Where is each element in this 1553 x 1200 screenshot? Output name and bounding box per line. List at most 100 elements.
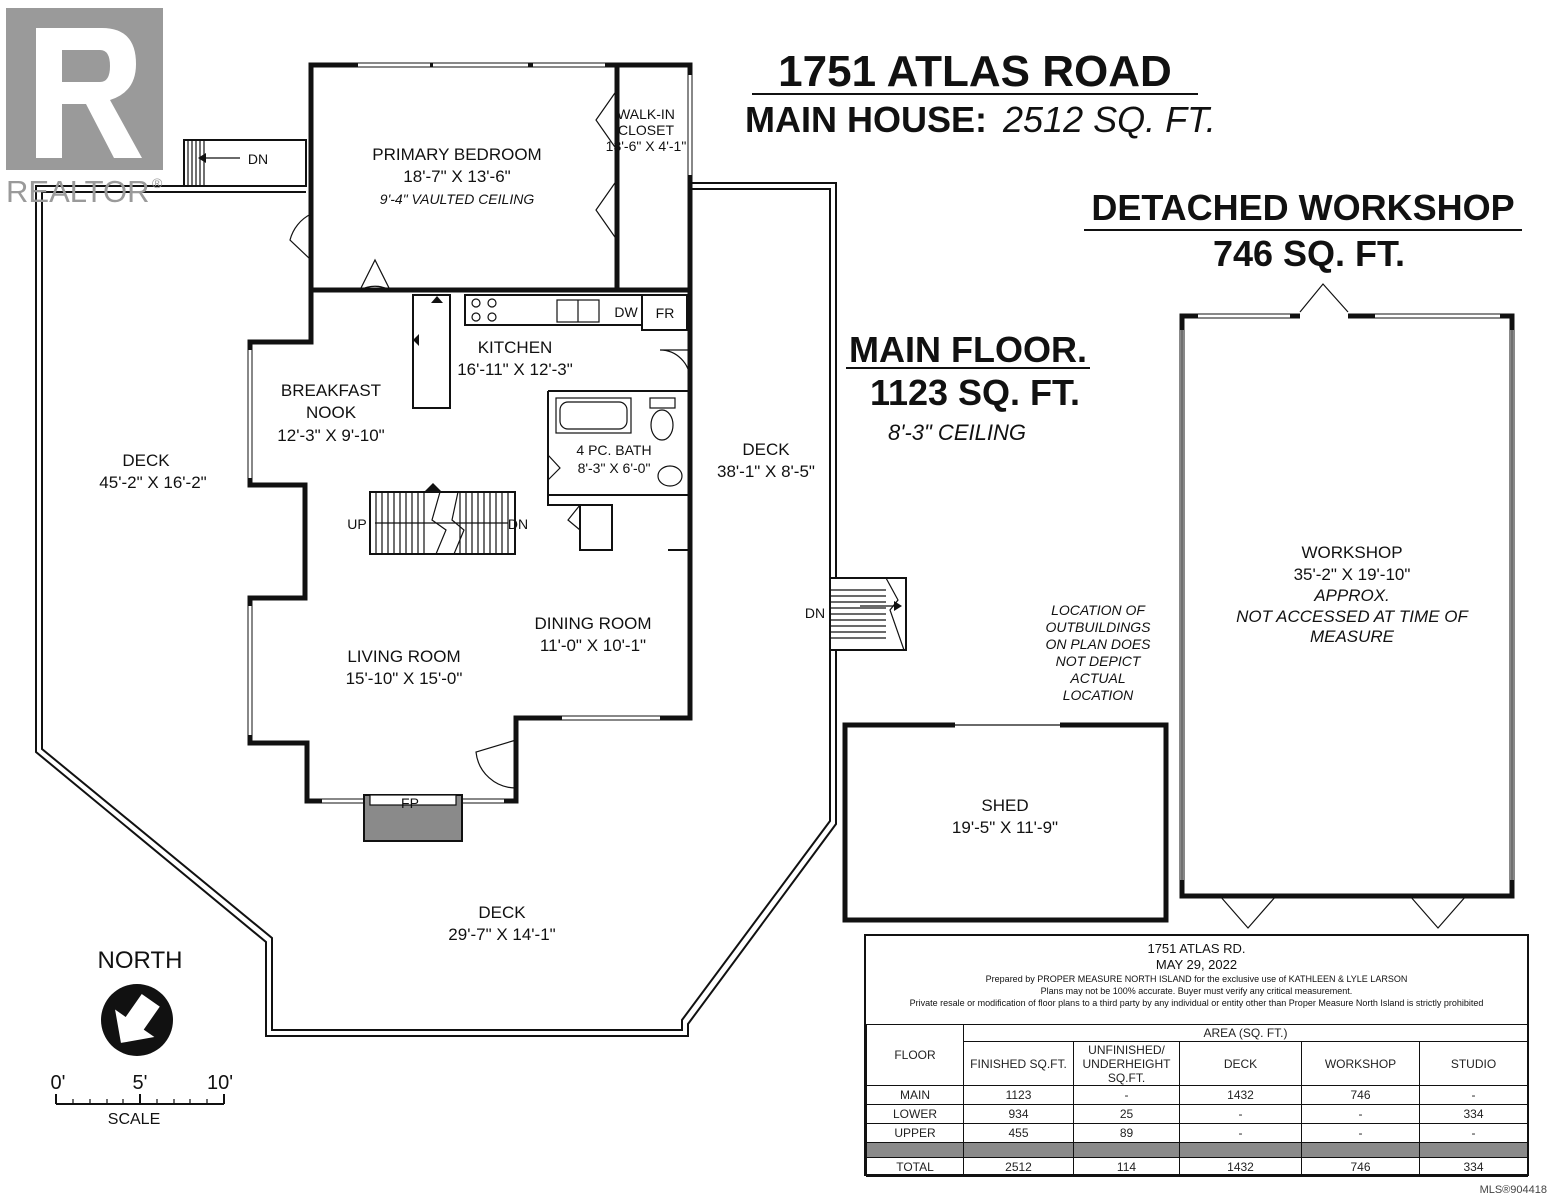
nook-label-2: NOOK: [306, 403, 357, 422]
deck-outline: [35, 182, 837, 1037]
cell: 746: [1301, 1157, 1420, 1177]
floor-ceiling: 8'-3" CEILING: [888, 420, 1026, 445]
stairs-up-tag: UP: [347, 516, 366, 532]
outbuilding-note-line: LOCATION: [1063, 687, 1134, 703]
stairs-west-dn-tag: DN: [248, 151, 268, 167]
scale-tick-5: 5': [133, 1072, 148, 1094]
area-table: FLOOR AREA (SQ. FT.) FINISHED SQ.FT. UNF…: [866, 1024, 1529, 1177]
fridge-tag: FR: [656, 305, 675, 321]
closet-label-1: WALK-IN: [617, 106, 675, 122]
stairs-east-dn-tag: DN: [805, 605, 825, 621]
floor-area: 1123 SQ. FT.: [870, 372, 1080, 413]
cell: 334: [1418, 1157, 1529, 1177]
workshop-note-2: NOT ACCESSED AT TIME OF: [1236, 607, 1469, 626]
kitchen-dims: 16'-11" X 12'-3": [457, 360, 573, 379]
cell: LOWER: [866, 1104, 964, 1124]
fireplace: [363, 794, 463, 842]
area-header: AREA (SQ. FT.): [962, 1024, 1529, 1042]
outbuilding-note-line: LOCATION OF: [1051, 602, 1146, 618]
scale-label: SCALE: [108, 1111, 160, 1128]
stairs-east: [829, 577, 907, 651]
info-title: 1751 ATLAS RD.: [1147, 941, 1246, 956]
info-disclaimer-2: Private resale or modification of floor …: [909, 998, 1484, 1008]
table-total-row: TOTAL 2512 114 1432 746 334: [866, 1157, 1529, 1177]
cell: -: [1179, 1104, 1302, 1124]
main-house-label-text: MAIN HOUSE:: [745, 99, 987, 140]
bath-dims: 8'-3" X 6'-0": [578, 460, 651, 476]
col-floor: FLOOR: [866, 1024, 964, 1086]
workshop-outline: [1179, 283, 1515, 929]
stairs-west: [183, 139, 307, 187]
cell: -: [1301, 1123, 1420, 1143]
shed-outline: [842, 722, 1169, 923]
dining-room-dims: 11'-0" X 10'-1": [540, 636, 646, 655]
north-arrow-icon: [101, 984, 173, 1056]
info-date: MAY 29, 2022: [1155, 957, 1238, 972]
deck-west-label: DECK: [122, 451, 170, 470]
cell: -: [1418, 1123, 1529, 1143]
interior-stairs: [369, 483, 516, 555]
north-label: NORTH: [98, 947, 183, 974]
table-row: LOWER 934 25 - - 334: [866, 1104, 1529, 1124]
cell: 1432: [1179, 1157, 1302, 1177]
closet-dims: 13'-6" X 4'-1": [606, 138, 687, 154]
outbuilding-note-line: ON PLAN DOES: [1045, 636, 1151, 652]
windows: [248, 63, 692, 803]
deck-south-dims: 29'-7" X 14'-1": [448, 925, 555, 944]
col-finished: FINISHED SQ.FT.: [963, 1041, 1074, 1086]
realtor-brand: REALTOR: [6, 174, 150, 208]
deck-east-label: DECK: [742, 440, 790, 459]
outbuilding-note-line: NOT DEPICT: [1056, 653, 1142, 669]
deck-east-dims: 38'-1" X 8'-5": [717, 462, 815, 481]
table-row: MAIN 1123 - 1432 746 -: [866, 1085, 1529, 1105]
cell: 934: [963, 1104, 1074, 1124]
floor-title: MAIN FLOOR.: [849, 329, 1087, 370]
table-separator: [866, 1142, 1529, 1158]
cell: -: [1301, 1104, 1420, 1124]
workshop-area: 746 SQ. FT.: [1213, 233, 1405, 274]
nook-label-1: BREAKFAST: [281, 381, 381, 400]
main-house-area: 2512 SQ. FT.: [1002, 99, 1216, 140]
cell: 746: [1301, 1085, 1420, 1105]
cell: 1123: [963, 1085, 1074, 1105]
kitchen-fixtures: [413, 296, 683, 487]
shed-dims: 19'-5" X 11'-9": [952, 818, 1058, 837]
cell: 334: [1418, 1104, 1529, 1124]
info-disclaimer-1: Plans may not be 100% accurate. Buyer mu…: [1040, 986, 1353, 996]
info-header: 1751 ATLAS RD. MAY 29, 2022 Prepared by …: [866, 936, 1527, 1009]
info-prepared: Prepared by PROPER MEASURE NORTH ISLAND …: [985, 974, 1408, 984]
doors: [289, 89, 691, 789]
cell: 114: [1073, 1157, 1180, 1177]
info-box: 1751 ATLAS RD. MAY 29, 2022 Prepared by …: [864, 934, 1529, 1177]
outbuilding-note-line: ACTUAL: [1069, 670, 1125, 686]
primary-bedroom-dims: 18'-7" X 13'-6": [403, 167, 510, 186]
cell: 2512: [963, 1157, 1074, 1177]
deck-west-dims: 45'-2" X 16'-2": [99, 473, 206, 492]
cell: 25: [1073, 1104, 1180, 1124]
living-room-label: LIVING ROOM: [347, 647, 460, 666]
workshop-label: WORKSHOP: [1301, 543, 1402, 562]
stairs-down-tag: DN: [508, 516, 528, 532]
workshop-dims: 35'-2" X 19'-10": [1294, 565, 1411, 584]
cell: 89: [1073, 1123, 1180, 1143]
realtor-reg-mark: ®: [152, 175, 163, 191]
cell: -: [1418, 1085, 1529, 1105]
col-deck: DECK: [1179, 1041, 1302, 1086]
shed-label: SHED: [981, 796, 1028, 815]
workshop-title: DETACHED WORKSHOP: [1091, 187, 1514, 228]
col-unfinished-2: UNDERHEIGHT: [1082, 1056, 1171, 1071]
fireplace-tag: FP: [401, 795, 419, 811]
cell: -: [1179, 1123, 1302, 1143]
deck-south-label: DECK: [478, 903, 526, 922]
cell: TOTAL: [866, 1157, 964, 1177]
living-room-dims: 15'-10" X 15'-0": [346, 669, 463, 688]
col-workshop: WORKSHOP: [1301, 1041, 1420, 1086]
closet-label-2: CLOSET: [618, 122, 674, 138]
col-unfinished: UNFINISHED/ UNDERHEIGHT SQ.FT.: [1073, 1041, 1180, 1086]
cell: MAIN: [866, 1085, 964, 1105]
col-unfinished-1: UNFINISHED/: [1088, 1042, 1165, 1057]
table-row: UPPER 455 89 - - -: [866, 1123, 1529, 1143]
kitchen-label: KITCHEN: [478, 338, 553, 357]
outbuilding-note-line: OUTBUILDINGS: [1045, 619, 1151, 635]
